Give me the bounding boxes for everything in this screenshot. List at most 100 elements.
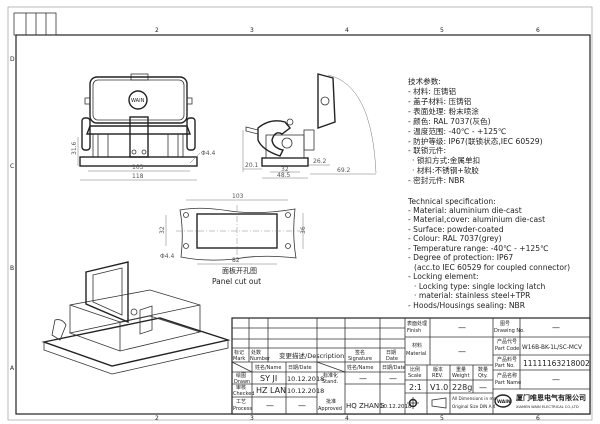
material-cn: 材料: [412, 342, 422, 349]
revision-corner-table: [13, 12, 57, 36]
side-view: 20.1 32 48.5 26.2 69.2: [242, 73, 377, 179]
weight-cn: 重量: [456, 366, 466, 373]
spec-cn-line: - 密封元件: NBR: [408, 175, 465, 185]
dim-width-outer: 118: [132, 173, 144, 180]
units-note: All Dimensions in mm: [452, 396, 498, 401]
spec-en-line: - Material: aluminium die-cast: [408, 206, 522, 215]
col-marker: 5: [440, 415, 444, 422]
part-no-value: 11111163218002: [523, 359, 590, 368]
date-header-2: 日期/Date: [382, 365, 406, 371]
drawn-date: 10.12.2018: [287, 375, 324, 383]
process-name: —: [266, 401, 274, 410]
row-marker: D: [10, 56, 15, 63]
spec-en-line: - Hoods/Housings sealing: NBR: [408, 301, 526, 310]
rev-cn: 版本: [433, 366, 443, 373]
weight-value: 228g: [452, 383, 472, 392]
finish-value: —: [458, 323, 466, 332]
col-marker: 3: [250, 27, 254, 34]
spec-cn-line: - 联锁元件:: [408, 145, 446, 155]
col-marker: 3: [250, 415, 254, 422]
part-code-cn: 产品代号: [497, 338, 517, 345]
cutout-label-en: Panel cut out: [212, 277, 261, 286]
spec-cn-line: - 温度范围: -40℃ - +125℃: [408, 126, 506, 136]
column-markers: 2 3 4 5 6 2 3 4 5 6: [155, 27, 540, 422]
front-view: WAIN 31.6 103 118 Φ4.4: [71, 73, 215, 181]
col-marker: 4: [345, 415, 349, 422]
spec-en-line: - Material,cover: aluminium die-cast: [408, 215, 545, 224]
row-marker: C: [10, 163, 14, 170]
company-logo-text: WAIN: [497, 399, 511, 405]
row-markers: D C B A: [10, 56, 15, 372]
col-marker: 4: [345, 27, 349, 34]
dim-height: 31.6: [71, 141, 78, 155]
dim-side-b: 32: [281, 166, 289, 173]
mark-en: Mark: [233, 356, 245, 362]
stand-cn: 标准化: [323, 372, 338, 379]
spec-en-line: (acc.to IEC 60529 for coupled connector): [414, 263, 570, 272]
col-marker: 6: [536, 27, 540, 34]
part-no-cn: 产品料号: [497, 356, 517, 363]
dim-width-inner: 103: [132, 164, 144, 171]
cutout-label-cn: 面板开孔图: [222, 266, 257, 275]
part-code-en: Part Code: [495, 346, 519, 352]
signature-en: Signature: [348, 356, 372, 362]
approved-name: HQ ZHANG: [346, 402, 385, 410]
description-header: 变更描述/Description: [279, 351, 344, 360]
name-header: 姓名/Name: [255, 364, 281, 371]
spec-cn-line: - 表面处理: 粉末喷涂: [408, 106, 479, 116]
spec-cn-line: - 材料: 压铸铝: [408, 86, 456, 96]
checked-name: HZ LAN: [256, 386, 286, 395]
spec-cn-line: - 盖子材料: 压铸铝: [408, 96, 471, 106]
company-name-en: XIAMEN WAIN ELECTRICAL CO.,LTD: [516, 405, 579, 409]
finish-cn: 表面处理: [407, 320, 427, 327]
panel-cutout-view: 103 82 32 36 Φ4.4 面板开孔图 Panel cut out: [159, 193, 307, 286]
rev-value: V1.0: [430, 383, 448, 392]
scale-value: 2:1: [409, 383, 422, 392]
part-no-en: Part No.: [495, 363, 515, 369]
material-en: Material: [406, 351, 426, 357]
spec-english: Technical specification: - Material: alu…: [407, 197, 570, 310]
drawn-en: Drawn: [234, 379, 250, 385]
material-value: —: [458, 347, 466, 356]
weight-en: Weight: [452, 373, 469, 379]
isometric-view: [41, 261, 231, 375]
col-marker: 6: [536, 415, 540, 422]
dim-cutout-right: 36: [300, 226, 307, 234]
date-en: Date: [386, 356, 398, 362]
date-cn: 日期: [386, 350, 396, 356]
signature-cn: 签名: [355, 349, 365, 356]
spec-cn-line: · 材料:不锈钢+软胶: [412, 165, 479, 175]
number-cn: 处数: [251, 349, 261, 356]
process-cn: 工艺: [236, 399, 246, 405]
dim-side-e: 69.2: [337, 167, 351, 174]
outer-border: [7, 6, 593, 421]
dim-side-d: 26.2: [313, 158, 327, 165]
date-header: 日期/Date: [288, 365, 312, 371]
number-en: Number: [250, 356, 271, 362]
qty-en: Qty.: [478, 373, 488, 379]
part-code-value: W16B-BK-1L/SC-MCV: [522, 345, 582, 351]
dim-hole: Φ4.4: [201, 150, 215, 157]
row-marker: B: [10, 265, 14, 272]
stand-date: —: [389, 374, 397, 383]
company-logo: WAIN: [494, 394, 512, 408]
stand-en: Stand.: [322, 379, 339, 385]
size-note: Original Size DIN A 4: [452, 404, 496, 409]
col-marker: 2: [155, 415, 159, 422]
dim-cutout-left: 32: [159, 226, 166, 234]
col-marker: 5: [440, 27, 444, 34]
drawing-no-value: —: [552, 323, 560, 332]
dim-side-a: 20.1: [245, 162, 259, 169]
spec-chinese: 技术参数: - 材料: 压铸铝 - 盖子材料: 压铸铝 - 表面处理: 粉末喷涂…: [408, 76, 543, 185]
part-name-en: Part Name: [495, 380, 521, 386]
spec-cn-title: 技术参数:: [408, 76, 441, 86]
spec-en-line: - Colour: RAL 7037(grey): [408, 234, 502, 243]
rev-en: REV.: [432, 373, 443, 379]
drawn-cn: 绘图: [236, 372, 246, 379]
company-name-cn: 厦门唯恩电气有限公司: [515, 393, 586, 402]
finish-en: Finish: [407, 328, 421, 334]
dim-cutout-bottom: 82: [232, 257, 240, 264]
spec-en-line: - Surface: powder-coated: [408, 225, 504, 234]
process-en: Process: [233, 406, 252, 412]
